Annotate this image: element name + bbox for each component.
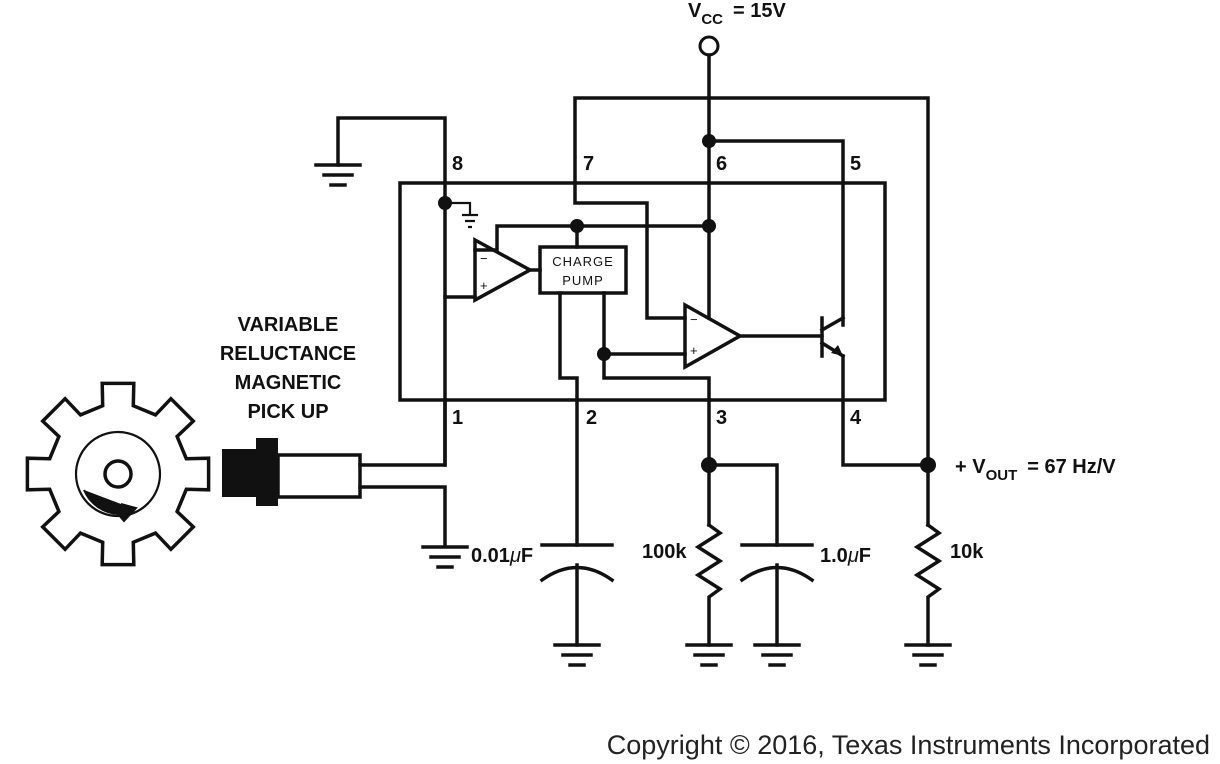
copyright-notice: Copyright © 2016, Texas Instruments Inco… [607, 730, 1210, 760]
ground-symbol-r2 [904, 643, 952, 667]
pin3-internal-wire [602, 352, 711, 402]
pin5-collector-wire [707, 139, 845, 327]
svg-text:VARIABLE: VARIABLE [238, 314, 339, 336]
pump-to-comp2-wire [602, 291, 687, 356]
gear-icon [25, 381, 211, 567]
pin-6-label: 6 [716, 153, 727, 175]
resistor-10k-label: 10k [950, 541, 984, 563]
svg-text:PICK UP: PICK UP [247, 401, 328, 423]
cap2-wire [707, 463, 779, 547]
cap2-label: 1.0μF [820, 545, 871, 567]
ground-symbol-r1 [685, 643, 733, 667]
resistor-100k [694, 522, 724, 647]
charge-pump-label-2: PUMP [562, 273, 604, 288]
pickup-label: VARIABLE RELUCTANCE MAGNETIC PICK UP [220, 314, 356, 423]
ground-symbol-cap1 [553, 643, 601, 667]
comparator-2: − + [683, 302, 744, 370]
pin-3-label: 3 [716, 407, 727, 429]
pin8-ground-wire [336, 116, 447, 185]
cap1-label: 0.01μF [471, 545, 533, 567]
pin-4-label: 4 [850, 407, 862, 429]
ground-symbol-pin8 [314, 163, 362, 187]
emitter-output-wire [841, 354, 930, 467]
comparator-2-plus: + [690, 343, 699, 358]
vout-label: + VOUT= 67 Hz/V [955, 456, 1116, 484]
pin-5-label: 5 [850, 153, 861, 175]
pin-8-label: 8 [452, 153, 463, 175]
vcc-label: VCC= 15V [688, 0, 786, 28]
junction-dot [702, 134, 716, 148]
charge-pump-label-1: CHARGE [552, 254, 614, 269]
ic-package-outline [398, 181, 887, 402]
pin-1-label: 1 [452, 407, 463, 429]
pin-7-label: 7 [583, 153, 594, 175]
feedback-wire [473, 224, 711, 252]
pin7-input-wire [573, 181, 687, 320]
junction-dot [597, 347, 611, 361]
pickup-ground-wire [358, 485, 447, 547]
svg-text:RELUCTANCE: RELUCTANCE [220, 343, 356, 365]
resistor-100k-label: 100k [642, 541, 687, 563]
pin-2-label: 2 [586, 407, 597, 429]
resistor-10k [913, 522, 943, 647]
comparator-1: − + [473, 237, 534, 303]
top-rail-wire [573, 96, 930, 467]
charge-pump-block: CHARGE PUMP [538, 245, 628, 295]
comparator-2-minus: − [690, 312, 699, 327]
junction-dot [570, 219, 584, 233]
svg-text:MAGNETIC: MAGNETIC [235, 372, 342, 394]
pump-to-pin2-wire [558, 291, 579, 402]
junction-dot [438, 196, 452, 210]
internal-ground-wire [445, 201, 472, 215]
vcc-terminal [698, 35, 720, 57]
junction-dot [702, 219, 716, 233]
comparator-1-minus: − [480, 251, 489, 266]
ground-symbol-pickup [421, 545, 469, 569]
comparator-1-plus: + [480, 278, 489, 293]
pin1-external-wire [358, 398, 447, 467]
ground-symbol-cap2 [753, 643, 801, 667]
magnetic-pickup-sensor [222, 438, 362, 506]
internal-ground-symbol [462, 213, 478, 229]
output-transistor [819, 315, 846, 359]
vcc-supply: VCC= 15V [688, 0, 786, 57]
